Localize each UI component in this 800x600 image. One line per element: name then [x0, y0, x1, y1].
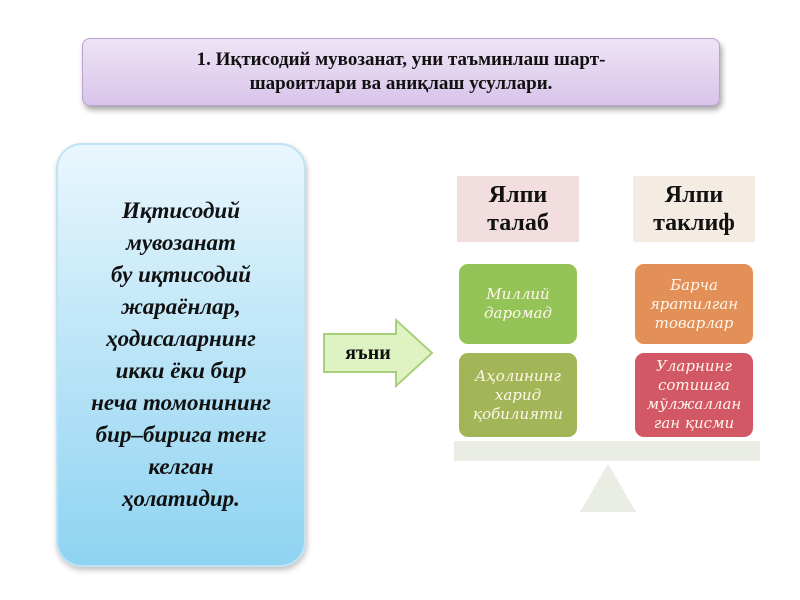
slide-title: 1. Иқтисодий мувозанат, уни таъминлаш ша… — [82, 38, 720, 106]
definition-text: Иқтисодий мувозанат бу иқтисодий жараёнл… — [91, 198, 271, 511]
arrow-label: яъни — [345, 342, 391, 364]
aggregate-supply-header: Ялпи таклиф — [633, 176, 755, 242]
aggregate-demand-header: Ялпи талаб — [457, 176, 579, 242]
balance-beam — [454, 441, 760, 461]
definition-box: Иқтисодий мувозанат бу иқтисодий жараёнл… — [56, 143, 306, 567]
fulcrum-triangle-icon — [580, 464, 636, 512]
supply-item-goods-for-sale: Уларнинг сотишга мўлжаллан ган қисми — [635, 353, 753, 437]
supply-item-all-goods: Барча яратилган товарлар — [635, 264, 753, 344]
right-arrow-icon — [323, 318, 434, 388]
demand-item-national-income: Миллий даромад — [459, 264, 577, 344]
demand-item-purchasing-power: Аҳолининг харид қобилияти — [459, 353, 577, 437]
